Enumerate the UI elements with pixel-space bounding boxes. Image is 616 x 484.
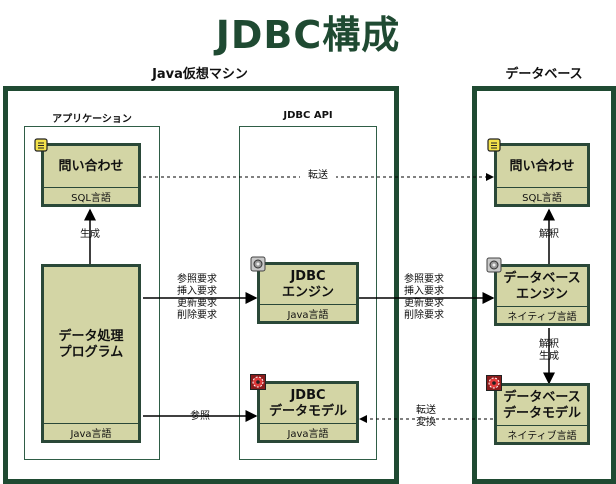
app-program-lang: Java言語 bbox=[44, 423, 138, 440]
scroll-icon bbox=[34, 138, 48, 152]
db-model-title: データベース データモデル bbox=[502, 389, 581, 421]
db-engine-title: データベース エンジン bbox=[503, 270, 581, 302]
gear-computer-icon bbox=[486, 257, 502, 273]
label-interpret: 解釈 bbox=[539, 229, 559, 240]
label-requests-left: 参照要求 挿入要求 更新要求 削除要求 bbox=[177, 274, 217, 321]
label-reference: 参照 bbox=[190, 411, 210, 422]
application-label: アプリケーション bbox=[52, 114, 132, 125]
scroll-icon bbox=[487, 138, 501, 152]
jdbc-engine-lang: Java言語 bbox=[260, 304, 356, 321]
jdbc-api-frame bbox=[239, 126, 377, 460]
jdbc-model-box: JDBC データモデル Java言語 bbox=[257, 381, 359, 443]
app-program-title: データ処理 プログラム bbox=[58, 329, 124, 360]
application-frame bbox=[24, 126, 160, 460]
app-query-lang: SQL言語 bbox=[44, 187, 138, 204]
red-gear-icon bbox=[486, 375, 502, 391]
db-model-box: データベース データモデル ネイティブ言語 bbox=[494, 383, 590, 445]
database-label: データベース bbox=[505, 67, 583, 82]
jvm-frame bbox=[3, 86, 399, 484]
db-query-title: 問い合わせ bbox=[509, 158, 575, 174]
gear-computer-icon bbox=[250, 256, 266, 272]
jdbc-engine-box: JDBC エンジン Java言語 bbox=[257, 262, 359, 324]
db-engine-lang: ネイティブ言語 bbox=[497, 306, 587, 323]
app-program-box: データ処理 プログラム Java言語 bbox=[41, 264, 141, 443]
label-transfer: 転送 bbox=[300, 170, 336, 182]
label-transfer-convert: 転送 変換 bbox=[416, 405, 436, 428]
jvm-label: Java仮想マシン bbox=[152, 67, 248, 82]
database-frame bbox=[472, 86, 616, 484]
app-query-box: 問い合わせ SQL言語 bbox=[41, 143, 141, 207]
jdbc-api-label: JDBC API bbox=[283, 110, 333, 121]
label-interpret-generate: 解釈 生成 bbox=[539, 339, 559, 362]
db-engine-box: データベース エンジン ネイティブ言語 bbox=[494, 264, 590, 326]
jdbc-engine-title: JDBC エンジン bbox=[281, 268, 334, 300]
app-query-title: 問い合わせ bbox=[58, 158, 124, 174]
jdbc-model-lang: Java言語 bbox=[260, 423, 356, 440]
page-title: JDBC構成 bbox=[215, 13, 401, 57]
label-requests-right: 参照要求 挿入要求 更新要求 削除要求 bbox=[404, 274, 444, 321]
label-generate: 生成 bbox=[80, 229, 100, 240]
db-query-lang: SQL言語 bbox=[497, 187, 587, 204]
db-model-lang: ネイティブ言語 bbox=[497, 425, 587, 442]
db-query-box: 問い合わせ SQL言語 bbox=[494, 143, 590, 207]
red-gear-icon bbox=[250, 374, 266, 390]
jdbc-model-title: JDBC データモデル bbox=[268, 387, 347, 419]
